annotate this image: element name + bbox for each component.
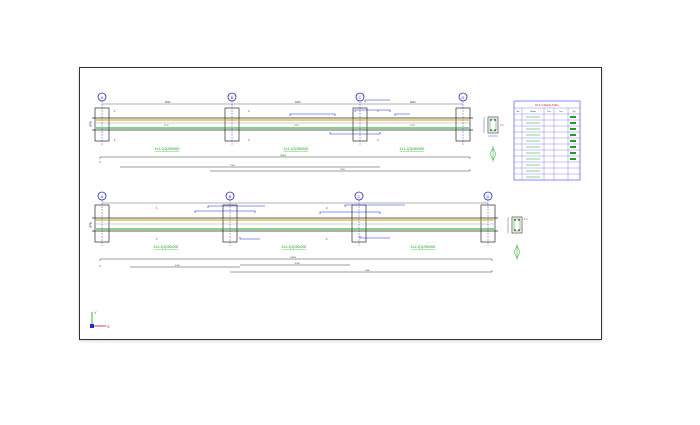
svg-text:2C25: 2C25: [294, 125, 300, 127]
axis-bubble: A: [97, 191, 107, 201]
svg-text:4200: 4200: [295, 263, 301, 265]
axis-label: A: [101, 95, 104, 100]
svg-text:2C25: 2C25: [164, 125, 170, 127]
axis-bubble: C: [355, 92, 365, 102]
svg-text:6000: 6000: [295, 101, 301, 104]
svg-text:1-1: 1-1: [500, 124, 504, 127]
beam-elevation-2: A B C D: [89, 191, 498, 273]
span-label: KL2-1(3)250x500: [282, 245, 307, 249]
axis-bubble: B: [225, 191, 235, 201]
svg-text:1: 1: [114, 109, 116, 113]
ucs-y-label: Y: [94, 310, 97, 315]
span-label: KL1-1(3)250x500: [284, 147, 309, 151]
svg-text:2: 2: [248, 138, 250, 142]
svg-text:1: 1: [114, 138, 116, 142]
axis-bubble: A: [97, 92, 107, 102]
ucs-icon: Y X: [90, 310, 110, 329]
svg-text:6000: 6000: [410, 101, 416, 104]
svg-text:7800: 7800: [365, 270, 371, 272]
axis-label: C: [359, 95, 362, 100]
svg-text:2: 2: [248, 109, 250, 113]
section-detail-2: 1-1: [507, 216, 528, 260]
axis-label: D: [462, 95, 465, 100]
drawing-sheet[interactable]: A B C D 6000: [79, 67, 602, 340]
table-header: No.: [516, 111, 520, 113]
span-label: KL1-1(3)250x500: [155, 147, 180, 151]
cad-drawing-canvas[interactable]: A B C D 6000: [80, 68, 601, 339]
beam-elevation-1: A B C D 6000: [89, 92, 473, 172]
table-header: Dia: [547, 111, 551, 113]
svg-text:2: 2: [326, 206, 328, 210]
svg-text:2C25: 2C25: [410, 125, 416, 127]
rebar-table: KL1-1 Rebar Table No.: [513, 100, 581, 181]
svg-text:1: 1: [156, 206, 158, 210]
svg-text:7200: 7200: [340, 169, 346, 171]
table-header: Shape: [530, 111, 537, 113]
span-label: KL1-1(3)250x500: [400, 147, 425, 151]
axis-label: D: [487, 194, 490, 199]
axis-label: C: [358, 194, 361, 199]
svg-text:3: 3: [377, 109, 379, 113]
axis-label: B: [231, 95, 234, 100]
svg-text:7200: 7200: [230, 165, 236, 167]
table-title: KL1-1 Rebar Table: [535, 103, 559, 107]
axis-bubble: C: [354, 191, 364, 201]
svg-text:6000: 6000: [165, 101, 171, 104]
svg-text:1-1: 1-1: [524, 218, 528, 221]
axis-bubble: D: [458, 92, 468, 102]
table-header: Len: [559, 111, 562, 113]
axis-bubble: D: [483, 191, 493, 201]
axis-bubble: B: [227, 92, 237, 102]
svg-text:4200: 4200: [175, 265, 181, 267]
axis-label: B: [229, 194, 232, 199]
section-detail-1: 1-1: [483, 116, 504, 162]
ucs-x-label: X: [107, 324, 110, 329]
svg-text:3: 3: [377, 138, 379, 142]
axis-label: A: [101, 194, 104, 199]
svg-text:2: 2: [326, 237, 328, 241]
span-label: KL2-1(3)250x500: [154, 245, 179, 249]
table-header: Qty: [572, 110, 575, 113]
svg-text:1: 1: [156, 237, 158, 241]
svg-text:19200: 19200: [290, 257, 297, 259]
svg-text:18500: 18500: [280, 155, 287, 157]
span-label: KL2-1(3)250x500: [411, 245, 436, 249]
